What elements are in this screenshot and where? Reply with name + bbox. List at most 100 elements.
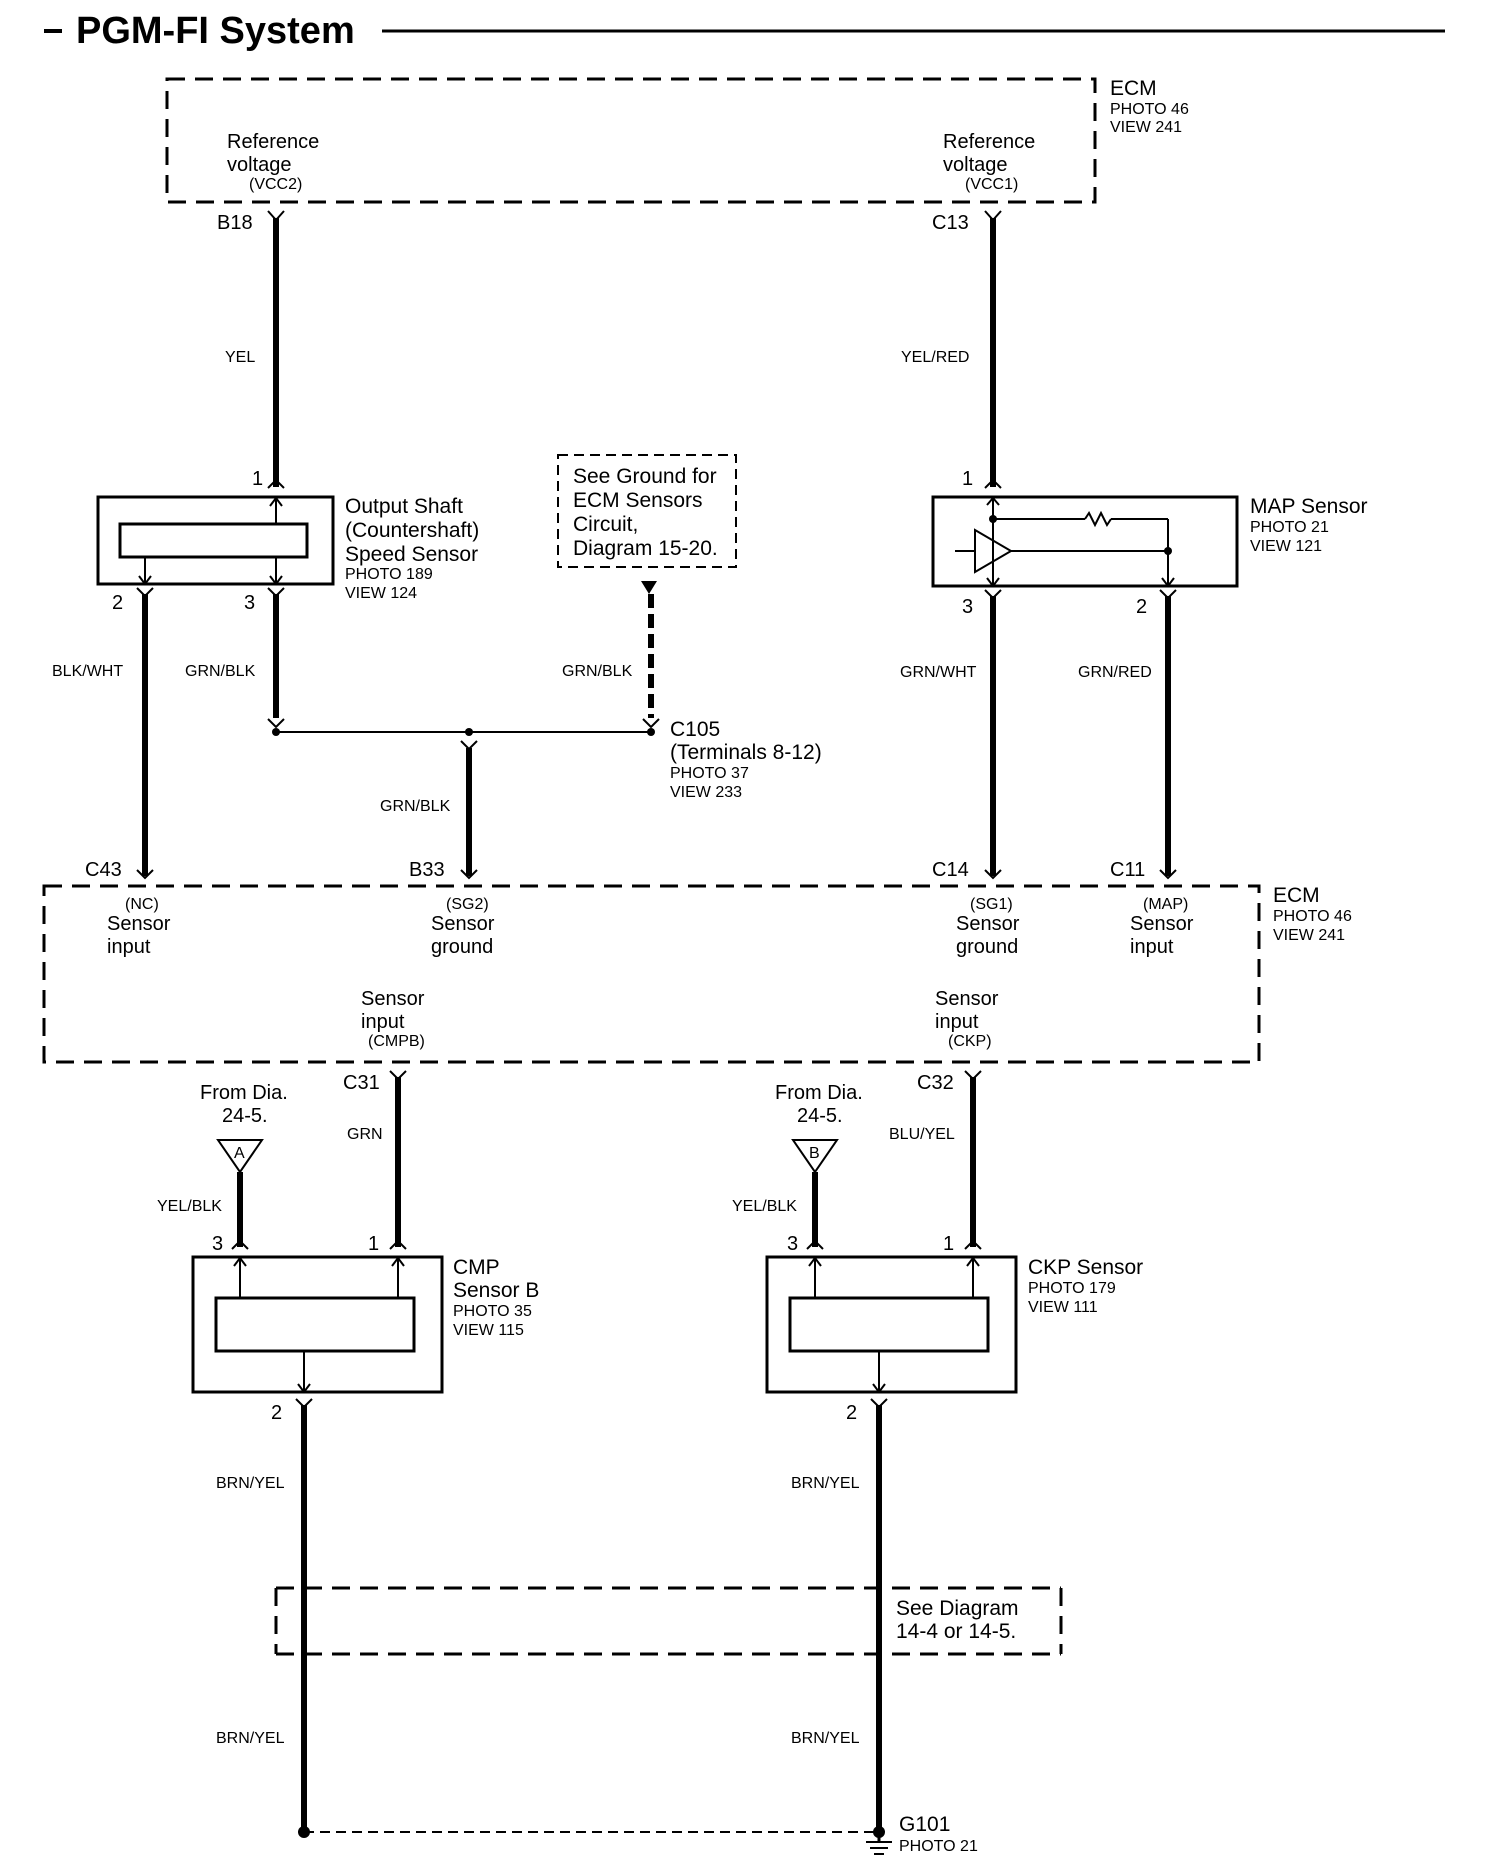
ckp-tag: B xyxy=(809,1145,820,1162)
ground-note-arrow xyxy=(641,581,657,594)
map-sensor-arrow2 xyxy=(1161,577,1175,588)
ckp-pin3: 3 xyxy=(787,1233,798,1255)
cmp-pin2: 2 xyxy=(271,1402,282,1424)
speed-sensor-pin2: 2 xyxy=(112,592,123,614)
cmp-name-1: CMP xyxy=(453,1256,500,1279)
map-sensor-pin2: 2 xyxy=(1136,596,1147,618)
wire-label-blu-yel: BLU/YEL xyxy=(889,1126,955,1143)
c105-view: VIEW 233 xyxy=(670,784,742,801)
c11-label-2: input xyxy=(1130,936,1174,958)
vcc1-code: (VCC1) xyxy=(965,176,1018,193)
ecm-top-photo: PHOTO 46 xyxy=(1110,101,1189,118)
connector-b33 xyxy=(460,869,478,880)
wire-label-blk-wht: BLK/WHT xyxy=(52,663,123,680)
wire-label-yel-blk-ckp: YEL/BLK xyxy=(732,1198,797,1215)
vcc1-label-line1: Reference xyxy=(943,131,1035,153)
ckp-view: VIEW 111 xyxy=(1028,1299,1098,1316)
wire-label-brn-yel-cmp-1: BRN/YEL xyxy=(216,1475,285,1492)
map-sensor-node xyxy=(1164,547,1172,555)
pin-c11: C11 xyxy=(1110,859,1145,881)
ground-note-line3: Circuit, xyxy=(573,513,638,536)
ecm-mid-view: VIEW 241 xyxy=(1273,927,1345,944)
vcc2-label-line2: voltage xyxy=(227,154,292,176)
c105-name: C105 xyxy=(670,718,720,741)
page-title: PGM-FI System xyxy=(76,10,355,52)
cmp-tag-triangle xyxy=(216,1139,264,1174)
cmp-arrow1 xyxy=(391,1256,405,1267)
ckp-code: (CKP) xyxy=(948,1033,992,1050)
ckp-from-2: 24-5. xyxy=(797,1105,843,1127)
cmp-sensor-element xyxy=(214,1296,416,1353)
speed-sensor-arrow1 xyxy=(269,496,283,507)
c105-conn-down xyxy=(460,740,478,751)
wire-label-grn-red: GRN/RED xyxy=(1078,664,1152,681)
cmp-arrow2 xyxy=(297,1383,311,1394)
map-sensor-pin3: 3 xyxy=(962,596,973,618)
b33-label-2: ground xyxy=(431,936,493,958)
wire-label-grn-blk-ground: GRN/BLK xyxy=(562,663,633,680)
map-sensor-arrow3 xyxy=(986,577,1000,588)
wire-label-grn-wht: GRN/WHT xyxy=(900,664,977,681)
cmp-pin1: 1 xyxy=(368,1233,379,1255)
wire-label-grn: GRN xyxy=(347,1126,383,1143)
see-diagram-line2: 14-4 or 14-5. xyxy=(896,1620,1016,1643)
ckp-label-2: input xyxy=(935,1011,979,1033)
speed-sensor-arrow2 xyxy=(138,575,152,586)
map-sensor-resistor xyxy=(1084,510,1112,528)
ckp-arrow3 xyxy=(808,1256,822,1267)
cmp-photo: PHOTO 35 xyxy=(453,1303,532,1320)
cmp-arrow3 xyxy=(233,1256,247,1267)
speed-sensor-conn1 xyxy=(267,478,285,489)
cmp-view: VIEW 115 xyxy=(453,1322,524,1339)
ckp-label-1: Sensor xyxy=(935,988,999,1010)
ckp-pin1: 1 xyxy=(943,1233,954,1255)
speed-sensor-name-1: Output Shaft xyxy=(345,495,463,518)
map-sensor-pin1: 1 xyxy=(962,468,973,490)
ckp-sensor-element xyxy=(788,1296,990,1353)
pin-b33: B33 xyxy=(409,859,445,881)
map-sensor-arrow1 xyxy=(986,496,1000,506)
junction-conn-left xyxy=(267,718,285,729)
ckp-arrow1 xyxy=(966,1256,980,1267)
map-sensor-conn1 xyxy=(984,478,1002,489)
vcc2-label-line1: Reference xyxy=(227,131,319,153)
c11-code: (MAP) xyxy=(1143,896,1188,913)
ecm-top-name: ECM xyxy=(1110,77,1157,100)
ecm-top-view: VIEW 241 xyxy=(1110,119,1182,136)
cmp-name-2: Sensor B xyxy=(453,1279,539,1302)
c43-label-2: input xyxy=(107,936,151,958)
pin-c32: C32 xyxy=(917,1072,954,1094)
ckp-name: CKP Sensor xyxy=(1028,1256,1143,1279)
wire-label-grn-blk-speed: GRN/BLK xyxy=(185,663,256,680)
c11-label-1: Sensor xyxy=(1130,913,1194,935)
vcc1-label-line2: voltage xyxy=(943,154,1008,176)
wire-label-brn-yel-ckp-1: BRN/YEL xyxy=(791,1475,860,1492)
cmpb-code: (CMPB) xyxy=(368,1033,425,1050)
splice-dot-center xyxy=(465,728,473,736)
connector-c11 xyxy=(1159,869,1177,880)
ckp-photo: PHOTO 179 xyxy=(1028,1280,1116,1297)
g101-name: G101 xyxy=(899,1813,950,1836)
pin-c13: C13 xyxy=(932,212,969,234)
map-sensor-photo: PHOTO 21 xyxy=(1250,519,1329,536)
c14-label-1: Sensor xyxy=(956,913,1020,935)
ground-note-line2: ECM Sensors xyxy=(573,489,703,512)
map-sensor-name: MAP Sensor xyxy=(1250,495,1368,518)
cmp-from-2: 24-5. xyxy=(222,1105,268,1127)
ground-node-left xyxy=(298,1826,310,1838)
ecm-mid-name: ECM xyxy=(1273,884,1320,907)
g101-photo: PHOTO 21 xyxy=(899,1838,978,1855)
connector-c43 xyxy=(136,869,154,880)
ckp-from-1: From Dia. xyxy=(775,1082,863,1104)
speed-sensor-view: VIEW 124 xyxy=(345,585,417,602)
c43-label-1: Sensor xyxy=(107,913,171,935)
speed-sensor-pin3: 3 xyxy=(244,592,255,614)
cmpb-label-1: Sensor xyxy=(361,988,425,1010)
b33-code: (SG2) xyxy=(446,896,489,913)
pin-c31: C31 xyxy=(343,1072,380,1094)
pin-b18: B18 xyxy=(217,212,253,234)
wire-label-grn-blk-b33: GRN/BLK xyxy=(380,798,451,815)
vcc2-code: (VCC2) xyxy=(249,176,302,193)
ecm-mid-box xyxy=(42,884,1261,1064)
